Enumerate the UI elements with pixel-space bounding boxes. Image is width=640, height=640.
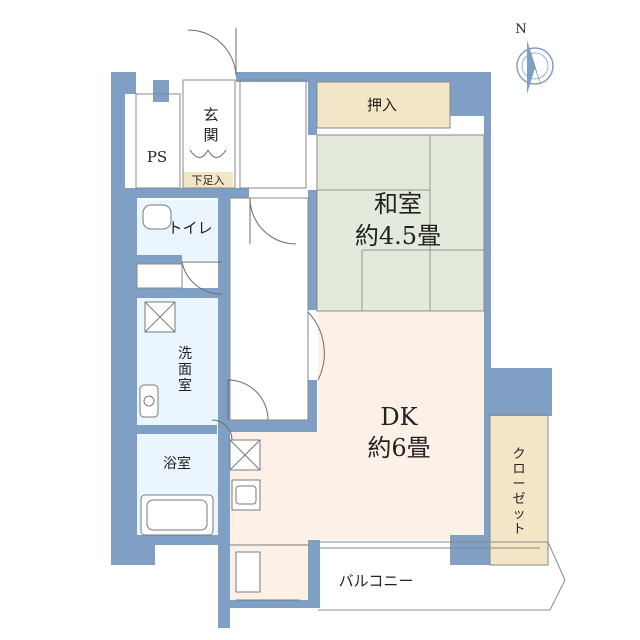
svg-text:ー: ー	[512, 477, 525, 492]
genkan-label-2: 関	[203, 126, 218, 144]
compass-inner-ring	[521, 52, 549, 80]
washitsu-floor	[317, 135, 484, 311]
washitsu-size-label: 約4.5畳	[355, 222, 441, 250]
balcony-label: バルコニー	[339, 572, 414, 590]
compass: N	[515, 22, 554, 94]
svg-text:ゼ: ゼ	[512, 492, 525, 507]
walls	[111, 72, 552, 628]
dk-size-label: 約6畳	[367, 434, 430, 462]
compass-north-label: N	[515, 22, 526, 37]
compass-ring	[516, 47, 554, 85]
washroom-label-2: 面	[178, 362, 192, 378]
genkan-label-1: 玄	[203, 106, 218, 124]
dk-name-label: DK	[380, 403, 418, 431]
fixtures	[139, 204, 308, 601]
svg-text:ク: ク	[512, 447, 525, 462]
ps-label: PS	[147, 148, 167, 166]
oshiire-floor	[317, 82, 450, 128]
closet-label: ク ロ ー ゼ ッ ト	[512, 447, 525, 537]
washroom-label-1: 洗	[178, 346, 192, 362]
stove-icon	[235, 551, 261, 593]
toilet-icon	[142, 204, 172, 230]
shoe-box	[183, 172, 233, 188]
dk-floor	[230, 312, 484, 600]
shoe-box-label: 下足入	[192, 174, 225, 187]
compass-needle-icon	[527, 40, 543, 92]
compass-needle-shadow	[527, 40, 535, 94]
svg-text:ロ: ロ	[512, 462, 525, 477]
closet-floor	[490, 415, 548, 565]
tatami-lines	[317, 135, 484, 311]
svg-text:ト: ト	[512, 522, 525, 537]
svg-text:ッ: ッ	[512, 507, 525, 522]
bath-label: 浴室	[163, 455, 191, 472]
washitsu-name-label: 和室	[374, 190, 422, 218]
washroom-label-3: 室	[178, 377, 192, 394]
room-outlines	[135, 79, 566, 611]
doors	[181, 28, 325, 441]
oshiire-label: 押入	[367, 96, 397, 114]
toilet-label: トイレ	[167, 219, 212, 237]
